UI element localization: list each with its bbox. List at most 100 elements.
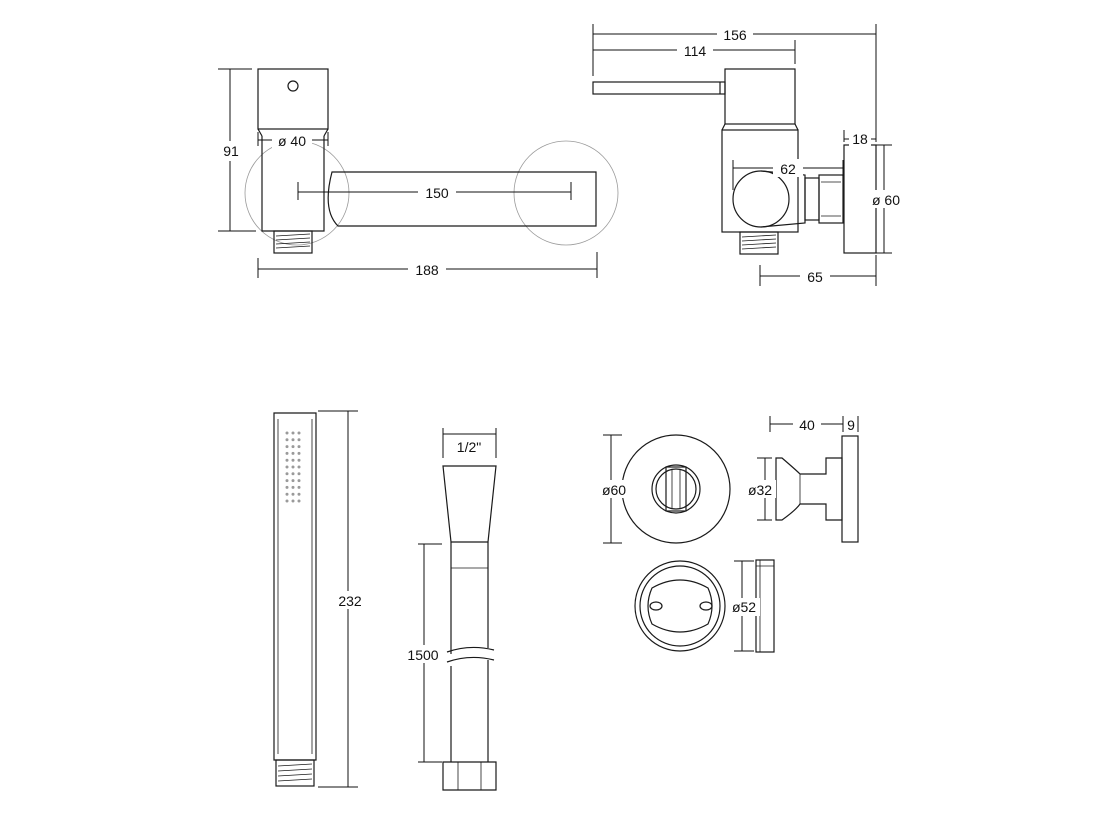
holder-neck-outer — [651, 464, 701, 514]
dim-holder-plate-diameter: ø60 — [598, 434, 630, 544]
dim-label-91: 91 — [223, 143, 239, 159]
hose-break-mark-top — [446, 646, 495, 653]
spray-nozzle-dot — [297, 485, 301, 489]
spray-nozzle-dot — [297, 479, 301, 483]
mixer-cover-circle-right — [513, 140, 619, 246]
side-outlet-thread — [739, 231, 779, 255]
dim-label-188: 188 — [415, 262, 439, 278]
dim-label-114: 114 — [684, 43, 707, 59]
cover-inner-plate — [647, 579, 713, 633]
spray-nozzle-dot — [297, 451, 301, 455]
mixer-body-outline — [261, 136, 325, 232]
mixer-lever — [592, 81, 726, 95]
spray-nozzle-dot — [285, 451, 289, 455]
dim-holder-depth: 40 — [769, 415, 844, 433]
spray-nozzles — [285, 431, 301, 503]
holder-neck-inner — [655, 468, 697, 510]
holder-side-view — [775, 435, 859, 543]
dim-lever-reach: 114 — [593, 40, 796, 64]
spray-nozzle-dot — [285, 492, 289, 496]
dim-mixer-width: 188 — [257, 252, 598, 278]
spray-nozzle-dot — [285, 479, 289, 483]
dim-label-65: 65 — [807, 269, 823, 285]
dim-spout-length: 150 — [297, 182, 572, 201]
connector-nut — [804, 177, 820, 221]
spray-nozzle-dot — [285, 445, 289, 449]
spray-nozzle-dot — [285, 472, 289, 476]
spray-nozzle-dot — [291, 472, 295, 476]
connector-round — [732, 170, 790, 228]
dim-label-holder-60: ø60 — [602, 482, 626, 498]
handle-screw-hole — [287, 80, 299, 92]
dim-holder-neck-diameter: ø32 — [744, 457, 776, 521]
spray-nozzle-dot — [297, 499, 301, 503]
spray-nozzle-dot — [291, 485, 295, 489]
spray-nozzle-dot — [285, 499, 289, 503]
dim-overall-depth: 156 — [592, 24, 877, 140]
dim-label-62: 62 — [780, 161, 796, 177]
dim-connector-length: 62 — [732, 159, 844, 190]
spray-nozzle-dot — [297, 465, 301, 469]
dim-label-232: 232 — [338, 593, 362, 609]
spray-nozzle-dot — [291, 479, 295, 483]
hose-nut — [442, 761, 497, 791]
mixer-handle-side — [724, 68, 796, 125]
connector-hex — [818, 174, 844, 224]
spray-nozzle-dot — [291, 499, 295, 503]
dim-label-60: ø 60 — [872, 192, 900, 208]
shower-hose — [442, 465, 497, 791]
dim-label-18: 18 — [852, 131, 868, 147]
mixer-front-view — [244, 68, 619, 254]
dim-label-156: 156 — [723, 27, 747, 43]
spray-nozzle-dot — [285, 431, 289, 435]
dim-label-holder-40: 40 — [799, 417, 815, 433]
spray-nozzle-dot — [297, 472, 301, 476]
hose-conical-fitting — [442, 465, 497, 543]
dim-cover-diameter: ø52 — [728, 560, 760, 652]
mixer-spout-arm — [327, 171, 597, 227]
hose-break-mark-bottom — [446, 656, 495, 663]
spray-nozzle-dot — [297, 431, 301, 435]
dim-hose-length: 1500 — [404, 543, 442, 763]
holder-bracket — [775, 457, 843, 521]
dim-holder-plate-thickness: 9 — [847, 416, 859, 433]
dim-label-half-inch: 1/2" — [457, 439, 481, 455]
spray-nozzle-dot — [297, 438, 301, 442]
hand-shower — [273, 412, 317, 787]
cover-screw-hole-right — [699, 601, 713, 611]
spray-nozzle-dot — [291, 458, 295, 462]
dim-flange-diameter: ø 60 — [866, 144, 906, 254]
spray-nozzle-dot — [285, 485, 289, 489]
spray-nozzle-dot — [285, 465, 289, 469]
dim-wall-projection: 65 — [759, 255, 877, 286]
spray-nozzle-dot — [291, 451, 295, 455]
spray-nozzle-dot — [285, 438, 289, 442]
dim-hose-fitting: 1/2" — [442, 428, 497, 458]
dim-label-1500: 1500 — [407, 647, 438, 663]
holder-slot — [665, 466, 687, 512]
spray-nozzle-dot — [291, 445, 295, 449]
dim-label-holder-9: 9 — [847, 417, 855, 433]
dim-label-holder-32: ø32 — [748, 482, 772, 498]
mixer-cover-circle-left — [244, 140, 350, 246]
dim-mixer-body-diameter: ø 40 — [257, 131, 329, 149]
spray-nozzle-dot — [291, 465, 295, 469]
spray-nozzle-dot — [297, 458, 301, 462]
cover-front-view — [634, 560, 726, 652]
spray-nozzle-dot — [291, 438, 295, 442]
spray-nozzle-dot — [291, 431, 295, 435]
cover-screw-hole-left — [649, 601, 663, 611]
spray-nozzle-dot — [297, 445, 301, 449]
cover-ring — [639, 565, 721, 647]
holder-plate — [621, 434, 731, 544]
cover-outer — [634, 560, 726, 652]
dim-label-150: 150 — [425, 185, 449, 201]
dim-flange-thickness: 18 — [843, 130, 877, 147]
dim-hand-shower-length: 232 — [318, 410, 366, 788]
spray-nozzle-dot — [297, 492, 301, 496]
spray-nozzle-dot — [291, 492, 295, 496]
spray-nozzle-dot — [285, 458, 289, 462]
mixer-side-view — [592, 68, 877, 255]
holder-side-plate — [841, 435, 859, 543]
